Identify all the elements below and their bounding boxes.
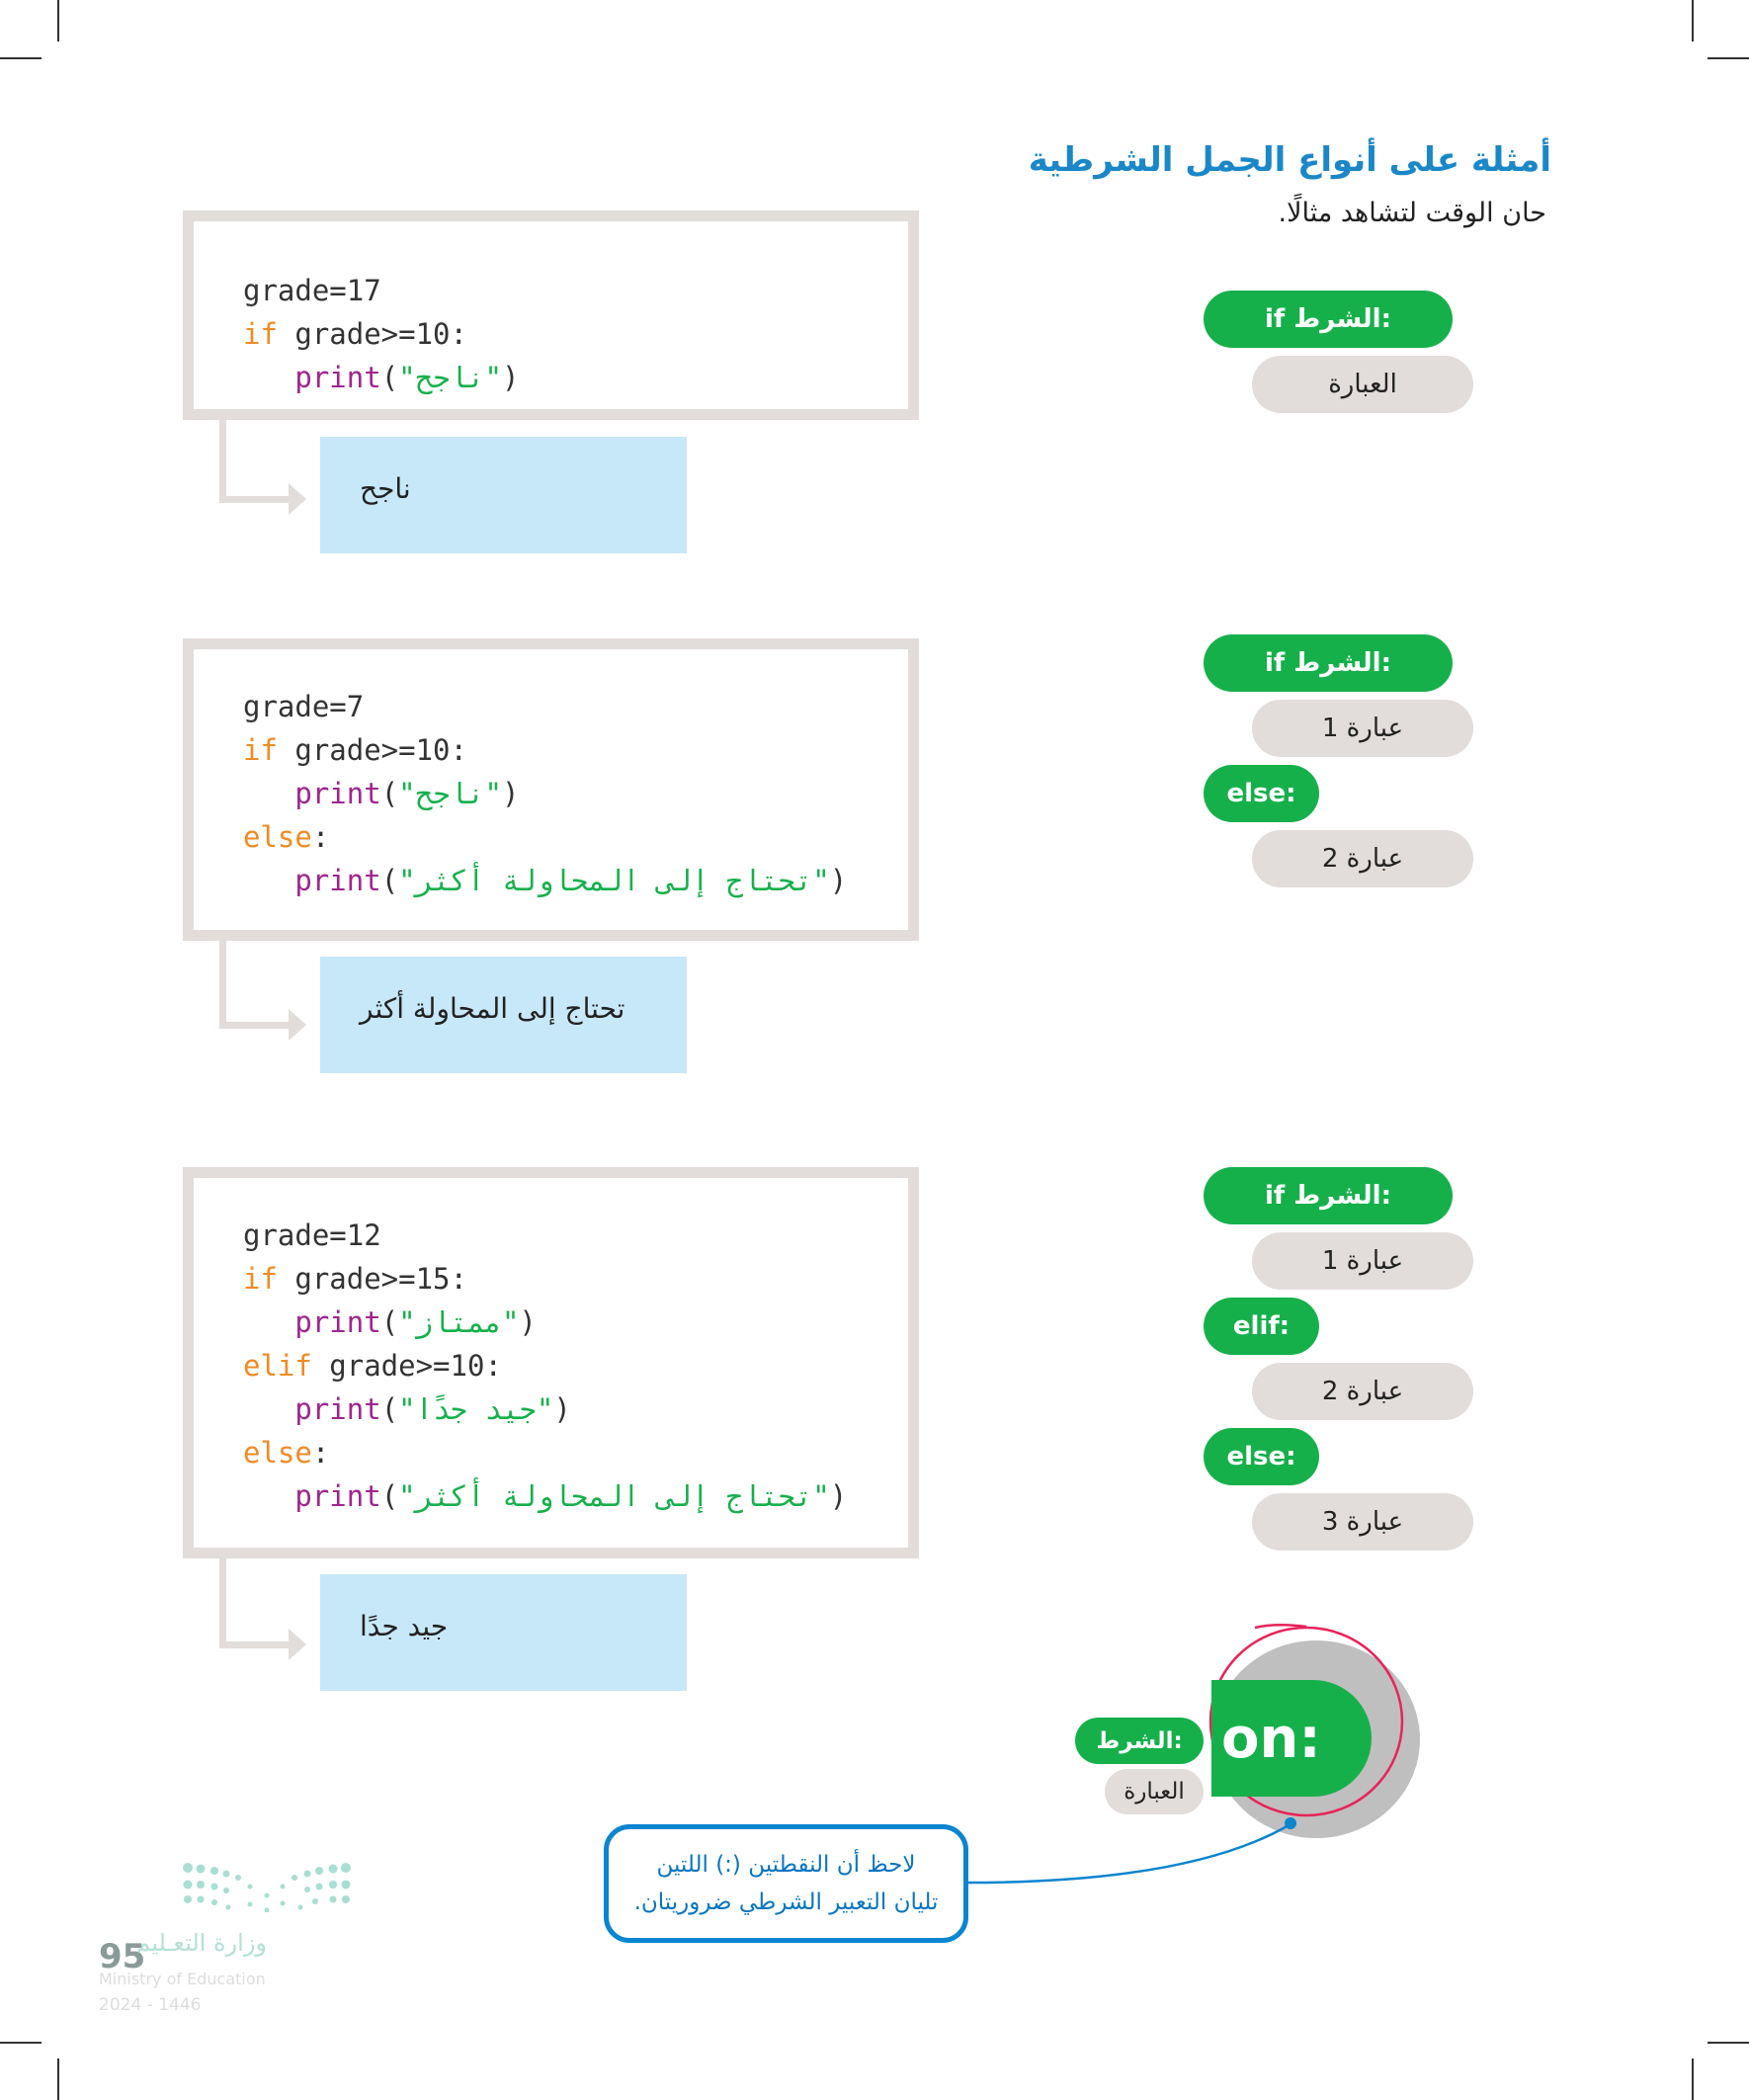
crop-mark	[57, 2058, 59, 2100]
connector-line	[219, 1641, 293, 1648]
output-box-3: جيد جدًا	[320, 1574, 687, 1691]
connector-line	[219, 496, 293, 503]
note-callout: لاحظ أن النقطتين (:) اللتين تليان التعبي…	[604, 1824, 968, 1943]
callout-pointer-line	[967, 1817, 1296, 1885]
connector-line	[219, 419, 226, 503]
crop-mark	[0, 57, 42, 59]
elif-pill: elif:	[1204, 1298, 1319, 1355]
page-subtitle: حان الوقت لتشاهد مثالًا.	[1278, 198, 1546, 228]
arrow-icon	[289, 483, 306, 515]
code-1: grade=17 if grade>=10: print("ناجح")	[243, 274, 520, 394]
arrow-icon	[289, 1009, 306, 1041]
output-box-2: تحتاج إلى المحاولة أكثر	[320, 957, 687, 1073]
crop-mark	[1692, 2058, 1694, 2100]
statement-pill: عبارة 1	[1252, 1232, 1473, 1290]
crop-mark	[1707, 57, 1749, 59]
statement-pill-small: العبارة	[1105, 1769, 1204, 1814]
statement-pill: عبارة 1	[1252, 700, 1473, 757]
callout-line: تليان التعبير الشرطي ضروريتان.	[633, 1890, 939, 1915]
callout-line: لاحظ أن النقطتين (:) اللتين	[656, 1852, 916, 1878]
code-block-2: grade=7 if grade>=10: print("ناجح") else…	[183, 638, 919, 941]
condition-pill-small: الشرط:	[1075, 1718, 1204, 1764]
year: 2024 - 1446	[99, 1995, 202, 2015]
code-block-3: grade=12 if grade>=15: print("ممتاز") el…	[183, 1167, 919, 1558]
output-box-1: ناجح	[320, 437, 687, 553]
output-text: ناجح	[360, 472, 411, 505]
output-text: تحتاج إلى المحاولة أكثر	[360, 992, 625, 1025]
crop-mark	[0, 2042, 42, 2044]
arrow-icon	[289, 1629, 306, 1660]
statement-pill: عبارة 3	[1252, 1493, 1473, 1551]
if-condition-pill: if الشرط:	[1204, 634, 1453, 692]
code-2: grade=7 if grade>=10: print("ناجح") else…	[243, 690, 848, 897]
connector-line	[219, 940, 226, 1029]
ministry-logo-icon	[183, 1863, 351, 1912]
statement-pill: العبارة	[1252, 356, 1473, 413]
statement-pill: عبارة 2	[1252, 830, 1473, 887]
connector-line	[219, 1557, 226, 1648]
page-number: 95	[99, 1937, 146, 1976]
crop-mark	[1707, 2042, 1749, 2044]
code-3: grade=12 if grade>=15: print("ممتاز") el…	[243, 1218, 848, 1513]
statement-pill: عبارة 2	[1252, 1363, 1473, 1420]
else-pill: else:	[1204, 765, 1319, 822]
crop-mark	[1692, 0, 1694, 42]
magnified-colon: on:	[1211, 1680, 1372, 1797]
page-title: أمثلة على أنواع الجمل الشرطية	[1028, 140, 1551, 180]
crop-mark	[57, 0, 59, 42]
if-condition-pill: if الشرط:	[1204, 291, 1453, 348]
code-block-1: grade=17 if grade>=10: print("ناجح")	[183, 210, 919, 420]
else-pill: else:	[1204, 1428, 1319, 1485]
ministry-name-ar: وزارة التعـليم	[135, 1929, 267, 1957]
output-text: جيد جدًا	[360, 1610, 449, 1642]
ministry-name-en: Ministry of Education	[99, 1970, 266, 1988]
connector-line	[219, 1022, 293, 1029]
if-condition-pill: if الشرط:	[1204, 1167, 1453, 1224]
